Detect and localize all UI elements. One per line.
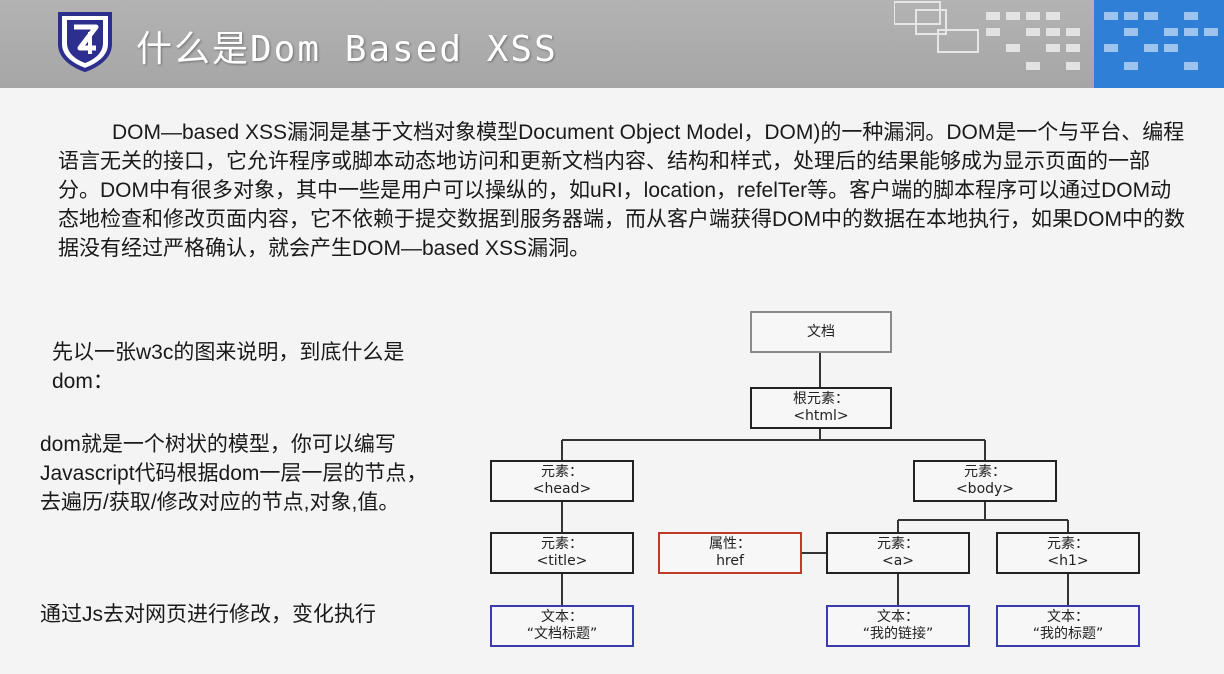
- node-text-link-value: “我的链接”: [862, 626, 934, 642]
- node-title: 元素： <title>: [490, 532, 634, 574]
- node-document: 文档: [750, 311, 892, 353]
- node-text-h1-value: “我的标题”: [1032, 626, 1104, 642]
- node-text-title-value: “文档标题”: [526, 626, 598, 642]
- shield-logo-icon: [58, 12, 112, 72]
- node-attr-value: href: [716, 553, 744, 569]
- node-body-tag: <body>: [955, 481, 1015, 497]
- node-attribute-href: 属性： href: [658, 532, 802, 574]
- node-text-link-label: 文本：: [877, 609, 919, 625]
- node-text-h1: 文本： “我的标题”: [996, 605, 1140, 647]
- side-text-dom-tree: dom就是一个树状的模型，你可以编写Javascript代码根据dom一层一层的…: [40, 433, 428, 514]
- node-text-link: 文本： “我的链接”: [826, 605, 970, 647]
- node-a: 元素： <a>: [826, 532, 970, 574]
- node-text-h1-label: 文本：: [1047, 609, 1089, 625]
- node-h1-tag: <h1>: [1047, 553, 1089, 569]
- node-head: 元素： <head>: [490, 460, 634, 502]
- node-body: 元素： <body>: [913, 460, 1057, 502]
- node-title-label: 元素：: [541, 536, 583, 552]
- intro-paragraph: DOM—based XSS漏洞是基于文档对象模型Document Object …: [58, 121, 1185, 260]
- node-a-tag: <a>: [881, 553, 915, 569]
- side-text-js: 通过Js去对网页进行修改，变化执行: [40, 603, 376, 626]
- dom-tree-diagram: 文档 根元素： <html> 元素： <head> 元素： <body> 元素：…: [480, 305, 1160, 665]
- node-root-label: 根元素：: [793, 391, 849, 407]
- node-root-html: 根元素： <html>: [750, 387, 892, 429]
- side-text-intro: 先以一张w3c的图来说明，到底什么是dom：: [52, 341, 405, 393]
- node-body-label: 元素：: [964, 464, 1006, 480]
- node-text-title: 文本： “文档标题”: [490, 605, 634, 647]
- node-head-tag: <head>: [532, 481, 592, 497]
- node-root-tag: <html>: [793, 408, 849, 424]
- decorative-grid: [894, 0, 1224, 88]
- node-head-label: 元素：: [541, 464, 583, 480]
- node-h1-label: 元素：: [1047, 536, 1089, 552]
- header-bar: 什么是Dom Based XSS: [0, 0, 1224, 88]
- node-h1: 元素： <h1>: [996, 532, 1140, 574]
- tree-connectors: [561, 353, 1069, 605]
- node-text-title-label: 文本：: [541, 609, 583, 625]
- node-document-label: 文档: [807, 323, 835, 340]
- node-a-label: 元素：: [877, 536, 919, 552]
- node-attr-label: 属性：: [709, 536, 751, 552]
- node-title-tag: <title>: [536, 553, 588, 569]
- page-title: 什么是Dom Based XSS: [136, 29, 558, 70]
